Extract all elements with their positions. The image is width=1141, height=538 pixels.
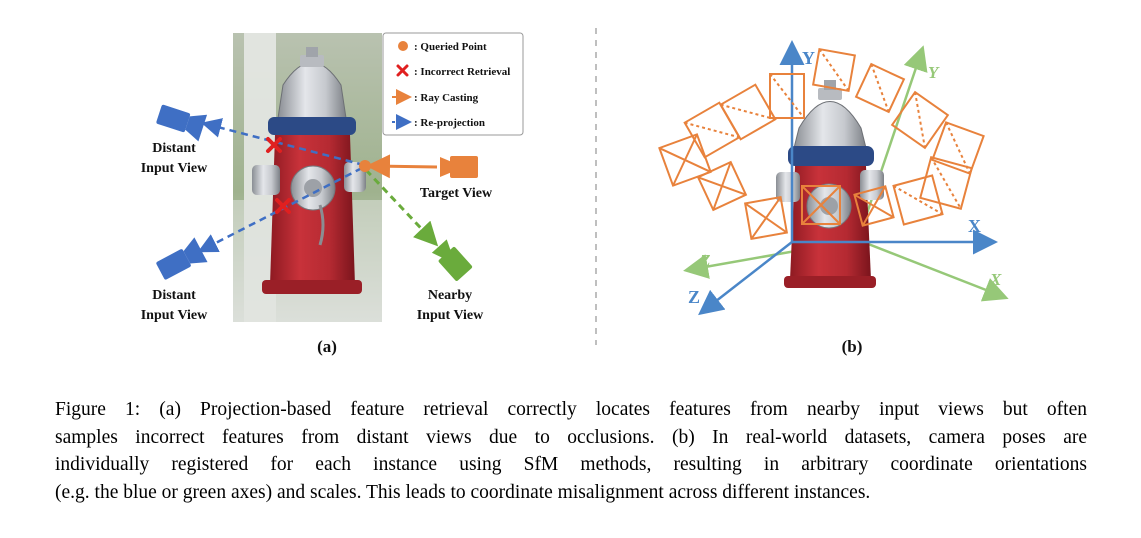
green-y-axis [856,45,928,241]
distant-camera-bottom-icon [156,237,208,280]
blue-z-axis [698,241,793,316]
queried-point [359,160,371,172]
frustum [801,185,841,225]
frustum [683,101,741,159]
green-x-label: X [989,270,1002,289]
blue-y-label: Y [802,48,815,68]
frustum [696,160,748,212]
panel-b: Y X Z Y X Z (b) [658,40,1009,356]
distant-bottom-label-2: Input View [141,308,208,323]
camera-frustums [658,47,985,241]
frustum [892,174,944,226]
legend-queried-point-icon [398,41,408,51]
legend: : Queried Point : Incorrect Retrieval : … [382,32,524,136]
frustum [854,62,906,114]
caption-line: Figure 1: (a) Projection-based feature r… [55,399,1087,420]
frustum [769,73,805,119]
frustum [853,185,895,227]
green-z-label: Z [699,251,710,270]
reprojection-line-nearby [364,168,439,247]
figure-caption: Figure 1: (a) Projection-based feature r… [55,396,1087,506]
incorrect-retrieval-mark-top [266,137,282,153]
target-camera-icon [440,156,478,178]
green-y-label: Y [928,63,940,82]
blue-z-label: Z [688,287,700,307]
panel-a-label: (a) [317,337,337,356]
fire-hydrant-a [252,47,366,294]
reprojection-line-top [201,118,365,167]
green-x-axis [857,238,1009,302]
frustum [931,121,985,175]
nearby-label-1: Nearby [428,288,472,303]
incorrect-retrieval-mark-bottom [275,198,291,214]
legend-incorrect-retrieval-icon [396,64,409,77]
legend-queried-point: : Queried Point [414,41,487,53]
blue-x-label: X [968,216,981,236]
distant-bottom-label-1: Distant [152,288,196,303]
distant-top-label-2: Input View [141,161,208,176]
target-view-label: Target View [420,186,493,201]
panel-b-label: (b) [842,337,863,356]
caption-line: individually registered for each instanc… [55,454,1087,475]
frustum [658,133,712,187]
legend-ray-casting: : Ray Casting [414,92,479,104]
frustum [743,195,789,241]
figure: Distant Input View Distant Input View Ta… [141,28,1009,356]
ray-casting-arrow [366,154,438,179]
frustum [719,83,777,141]
caption-line: (e.g. the blue or green axes) and scales… [55,481,871,503]
legend-reprojection: : Re-projection [414,117,485,129]
legend-incorrect-retrieval: : Incorrect Retrieval [414,66,510,78]
distant-camera-top-icon [156,104,208,142]
panel-a: Distant Input View Distant Input View Ta… [141,32,524,356]
nearby-camera-icon [431,239,473,281]
frustum [890,90,950,150]
distant-top-label-1: Distant [152,141,196,156]
frustum [811,47,857,93]
caption-line: samples incorrect features from distant … [55,426,1087,448]
nearby-label-2: Input View [417,308,484,323]
